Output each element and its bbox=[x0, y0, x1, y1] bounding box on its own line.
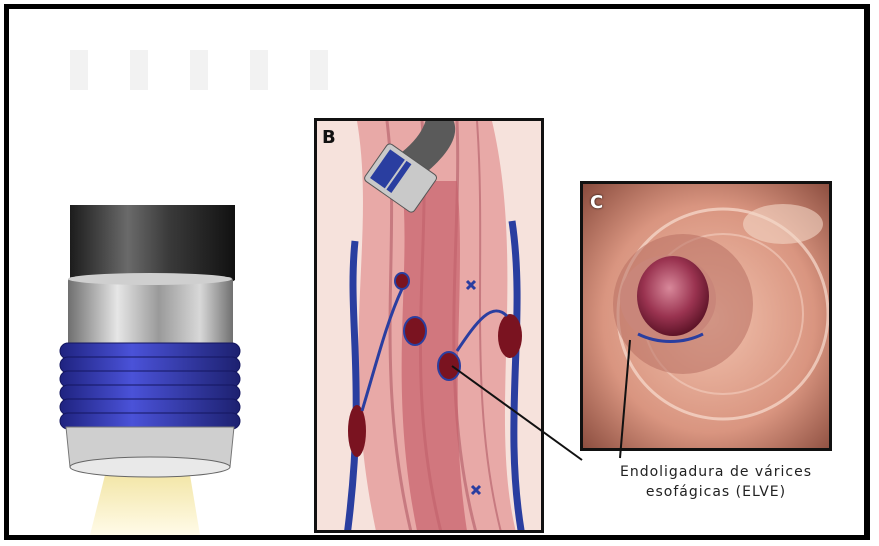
panel-c-endoscopic-photo: C bbox=[580, 181, 832, 451]
caption-text: Endoligadura de várices esofágicas (ELVE… bbox=[596, 462, 836, 502]
caption-line-2: esofágicas (ELVE) bbox=[596, 482, 836, 502]
faint-background-marks bbox=[60, 40, 360, 100]
endoscope-band-ligator-illustration bbox=[50, 205, 250, 535]
panel-b-label: B bbox=[322, 127, 336, 148]
panel-b-esophagus-illustration: B bbox=[314, 118, 544, 533]
caption-line-1: Endoligadura de várices bbox=[596, 462, 836, 482]
endoscopic-view-drawing bbox=[583, 184, 832, 451]
panel-c-label: C bbox=[590, 192, 603, 213]
esophagus-drawing bbox=[317, 121, 544, 533]
